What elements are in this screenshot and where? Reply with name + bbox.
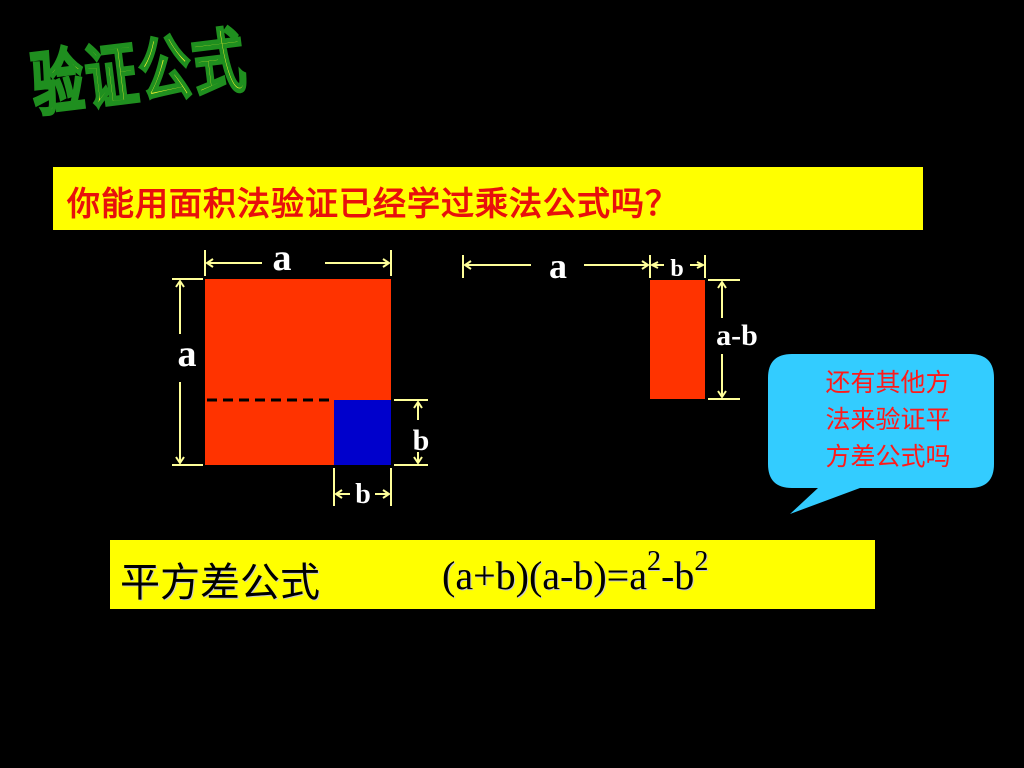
large-red-region-top: [205, 279, 391, 400]
dimension-left-a: [172, 278, 203, 466]
dimension-right-a-minus-b: [708, 279, 740, 400]
dimension-bottom-b: [333, 468, 392, 506]
label-top-a: a: [273, 237, 292, 279]
label-left-a: a: [178, 333, 197, 375]
large-red-region-bottom: [205, 400, 334, 465]
callout-line-2: 法来验证平: [825, 405, 951, 434]
label-right-b: b: [413, 424, 430, 457]
question-banner: 你能用面积法验证已经学过乘法公式吗？: [53, 167, 923, 230]
speech-callout: [768, 354, 994, 514]
question-text: 你能用面积法验证已经学过乘法公式吗？: [67, 184, 679, 223]
label-bottom-b: b: [355, 479, 371, 510]
dimension-right-top-b: [649, 255, 706, 278]
formula-exponent-1: 2: [646, 546, 661, 577]
formula-base: (a+b)(a-b)=a: [442, 553, 647, 598]
dimension-top-a: [204, 250, 392, 276]
label-right-top-b: b: [670, 256, 683, 282]
label-a-minus-b: a-b: [716, 319, 758, 352]
left-square-figure: a a b: [172, 237, 429, 510]
formula-label: 平方差公式: [120, 560, 320, 606]
label-right-a: a: [549, 246, 567, 286]
callout-bubble: [768, 354, 994, 514]
formula-expression: (a+b)(a-b)=a2-b2: [442, 546, 708, 599]
callout-line-1: 还有其他方: [825, 368, 951, 397]
red-strip-rect: [650, 280, 705, 399]
callout-line-3: 方差公式吗: [825, 442, 951, 471]
right-rect-figure: a b a-b: [462, 246, 758, 400]
formula-middle: -b: [660, 553, 695, 598]
callout-text: 还有其他方 法来验证平 方差公式吗: [788, 364, 988, 475]
formula-banner: 平方差公式 (a+b)(a-b)=a2-b2: [110, 540, 875, 609]
formula-exponent-2: 2: [694, 546, 709, 577]
dimension-right-b: [394, 399, 428, 466]
blue-small-square: [334, 400, 391, 465]
dimension-right-a: [462, 255, 651, 278]
